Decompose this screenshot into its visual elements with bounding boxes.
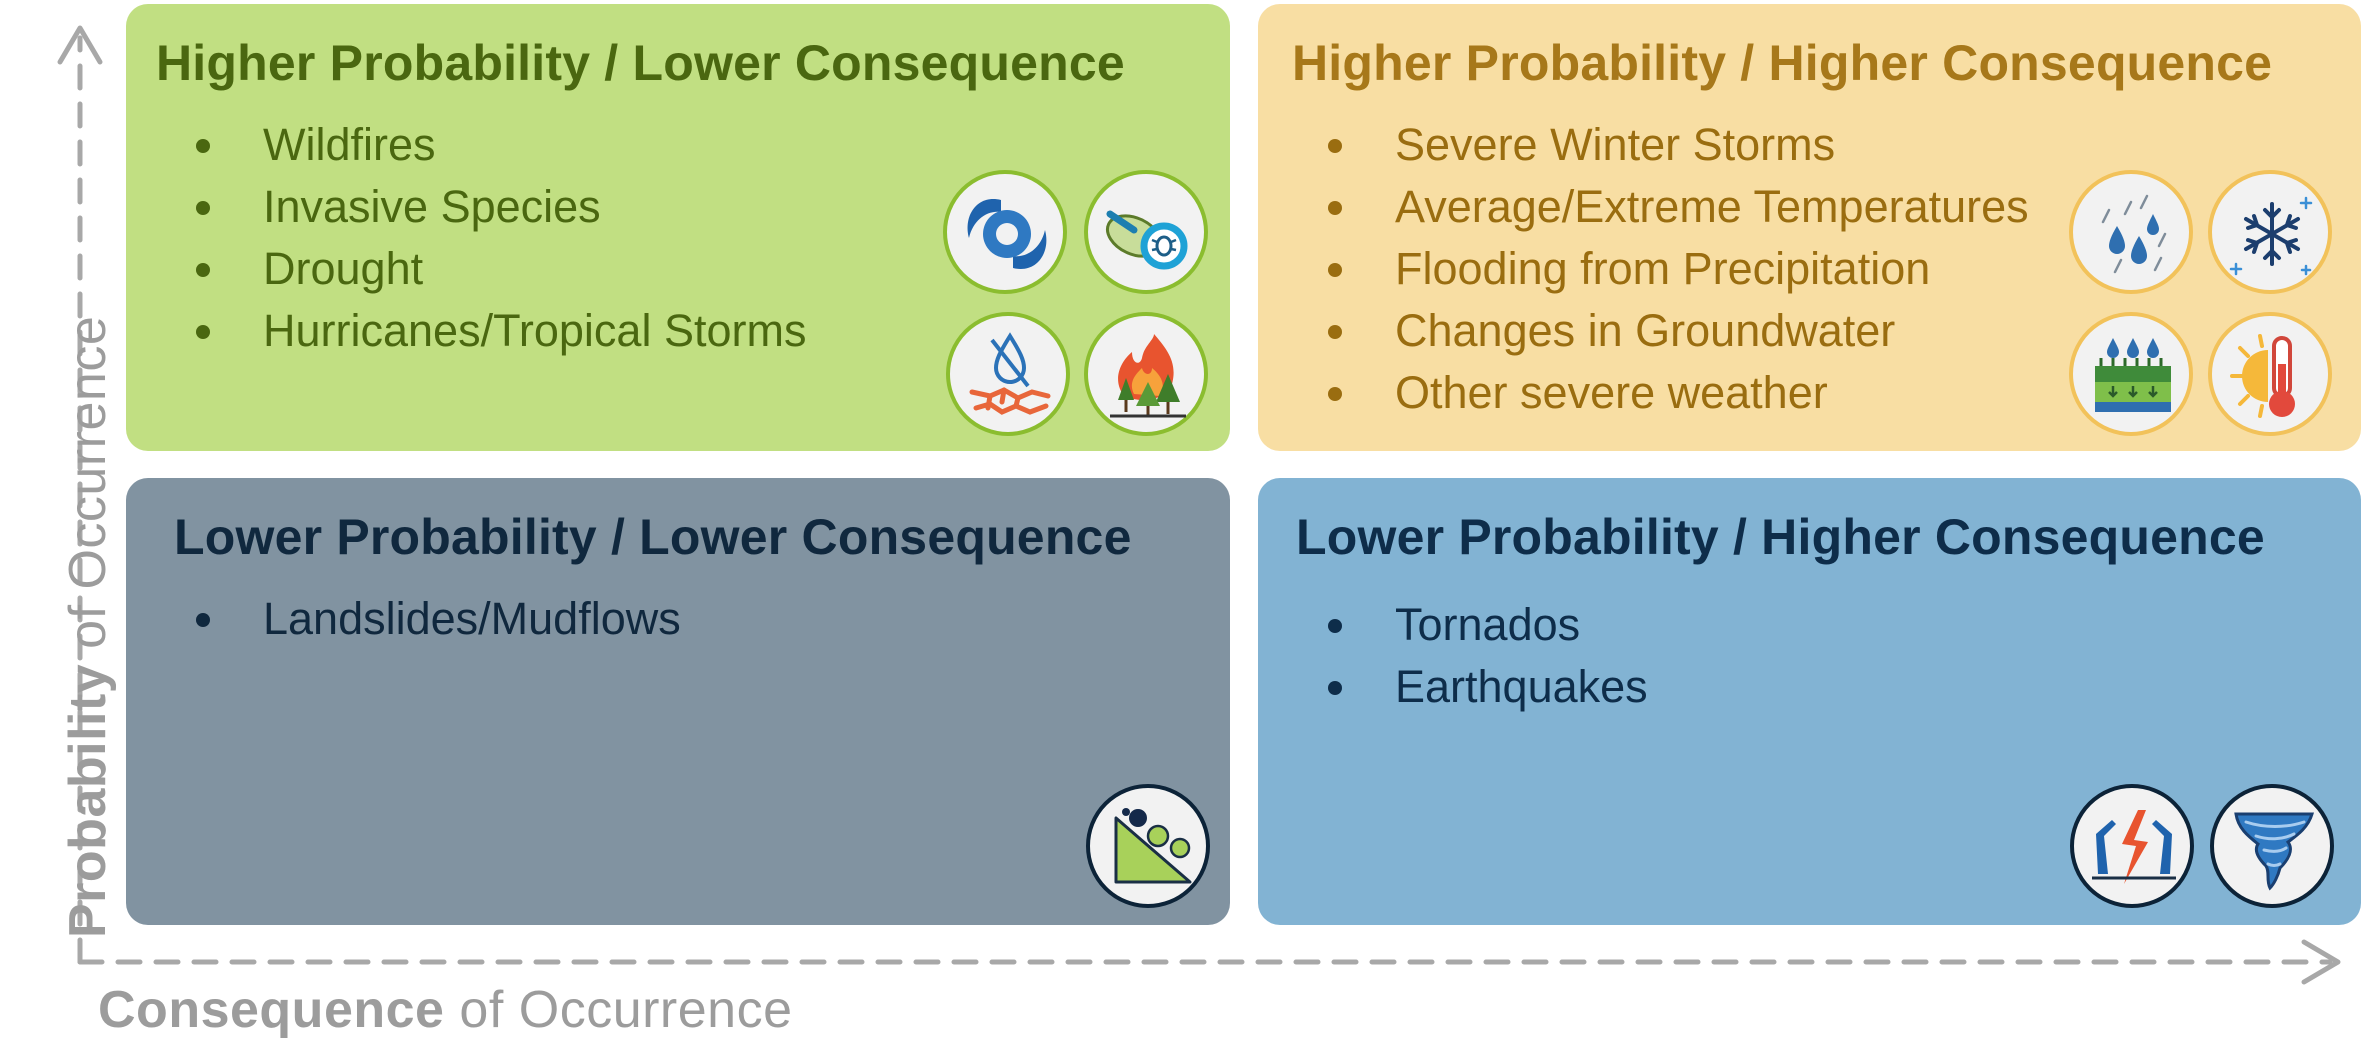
rain-icon <box>2069 170 2193 294</box>
list-item: Severe Winter Storms <box>1258 114 2029 176</box>
x-axis-arrowhead <box>2301 939 2341 985</box>
hurricane-icon <box>943 170 1067 294</box>
quadrant-higher-probability-higher-consequence: Higher Probability / Higher Consequence … <box>1258 4 2361 451</box>
x-axis-title: Consequence of Occurrence <box>98 981 793 1039</box>
list-item: Earthquakes <box>1258 656 1648 718</box>
wildfire-icon <box>1084 312 1208 436</box>
list-item: Tornados <box>1258 594 1648 656</box>
y-axis-arrowhead <box>57 25 103 65</box>
quadrant-title: Higher Probability / Lower Consequence <box>156 35 1125 91</box>
invasive-species-icon <box>1084 170 1208 294</box>
list-item: Drought <box>126 238 806 300</box>
y-axis-title: Probability of Occurrence <box>59 315 117 938</box>
groundwater-icon <box>2069 312 2193 436</box>
list-item: Invasive Species <box>126 176 806 238</box>
list-item: Flooding from Precipitation <box>1258 238 2029 300</box>
list-item: Hurricanes/Tropical Storms <box>126 300 806 362</box>
list-item: Other severe weather <box>1258 362 2029 424</box>
list-item: Average/Extreme Temperatures <box>1258 176 2029 238</box>
temperature-icon <box>2208 312 2332 436</box>
snowflake-icon <box>2208 170 2332 294</box>
quadrant-higher-probability-lower-consequence: Higher Probability / Lower Consequence W… <box>126 4 1230 451</box>
list-item: Changes in Groundwater <box>1258 300 2029 362</box>
hazard-list: Tornados Earthquakes <box>1258 594 1648 718</box>
hazard-list: Wildfires Invasive Species Drought Hurri… <box>126 114 806 362</box>
landslide-icon <box>1086 784 1210 908</box>
list-item: Landslides/Mudflows <box>126 588 681 650</box>
drought-icon <box>946 312 1070 436</box>
tornado-icon <box>2210 784 2334 908</box>
list-item: Wildfires <box>126 114 806 176</box>
earthquake-icon <box>2070 784 2194 908</box>
quadrant-title: Lower Probability / Higher Consequence <box>1296 509 2265 565</box>
hazard-list: Landslides/Mudflows <box>126 588 681 650</box>
quadrant-title: Higher Probability / Higher Consequence <box>1292 35 2273 91</box>
quadrant-title: Lower Probability / Lower Consequence <box>174 509 1132 565</box>
hazard-list: Severe Winter Storms Average/Extreme Tem… <box>1258 114 2029 424</box>
quadrant-lower-probability-lower-consequence: Lower Probability / Lower Consequence La… <box>126 478 1230 925</box>
quadrant-lower-probability-higher-consequence: Lower Probability / Higher Consequence T… <box>1258 478 2361 925</box>
